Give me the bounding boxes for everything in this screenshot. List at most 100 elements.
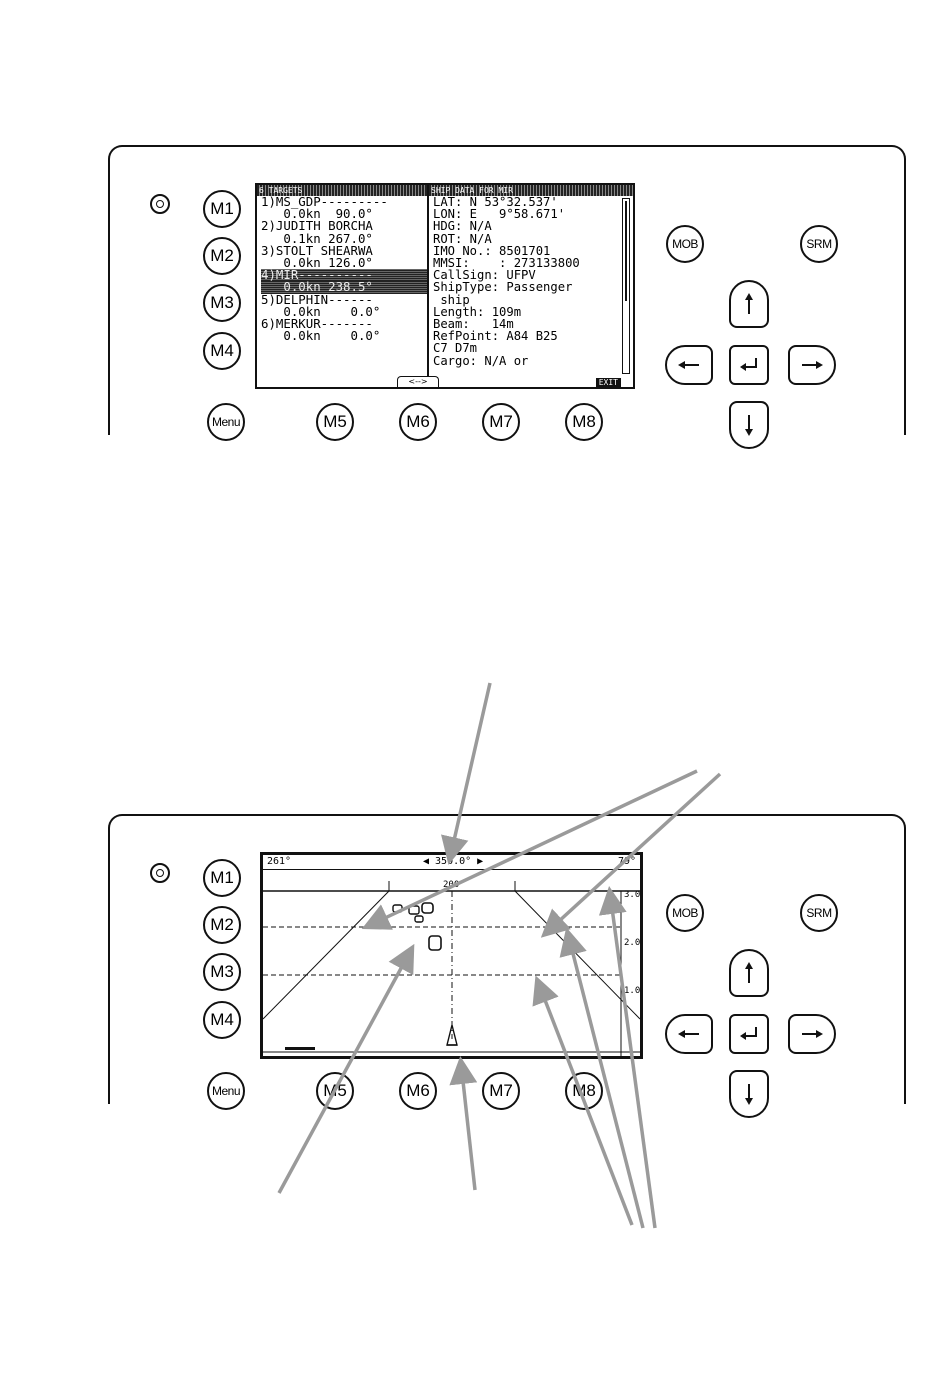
switch-column-label: <-->: [397, 376, 439, 387]
ship-data-header: SHIP DATA FOR MIR: [429, 185, 633, 196]
ship-data-line: ship: [433, 292, 470, 307]
m7-button[interactable]: M7: [482, 1072, 520, 1110]
m7-button[interactable]: M7: [482, 403, 520, 441]
heading-right-label: 79°: [617, 856, 636, 867]
ship-data-line: ROT: N/A: [433, 231, 492, 246]
power-led-icon: [150, 194, 170, 214]
vessel-icon[interactable]: [408, 905, 420, 915]
left-perspective-line: [263, 890, 390, 1020]
m5-button[interactable]: M5: [316, 1072, 354, 1110]
menu-button[interactable]: Menu: [207, 1072, 245, 1110]
right-arrow-button[interactable]: [788, 1014, 836, 1054]
arrow-right-icon: [802, 1030, 823, 1038]
exit-label: EXIT: [595, 378, 621, 387]
heading-strip: 261° ◀ 350.0° ▶ 79°: [263, 855, 640, 870]
targets-column: 6 TARGETS 1)MS_GDP--------- 0.0kn 90.0°2…: [257, 185, 429, 387]
perspective-view: 200 3.0 2.0 1.0: [263, 880, 640, 1056]
m4-button[interactable]: M4: [203, 332, 241, 370]
left-arrow-button[interactable]: [665, 345, 713, 385]
mob-button[interactable]: MOB: [666, 894, 704, 932]
down-arrow-button[interactable]: [729, 1070, 769, 1118]
ship-data-column: SHIP DATA FOR MIR LAT: N 53°32.537'LON: …: [429, 185, 633, 387]
target-speed-course[interactable]: 0.0kn 0.0°: [261, 328, 381, 344]
arrow-up-icon: [745, 293, 753, 314]
m5-button[interactable]: M5: [316, 403, 354, 441]
range-scale-label: 1.0: [624, 986, 640, 996]
target-speed-course[interactable]: 0.0kn 0.0°: [261, 303, 381, 319]
heading-left-label: 261°: [267, 856, 292, 867]
vessel-icon[interactable]: [421, 902, 434, 914]
targets-header: 6 TARGETS: [257, 185, 427, 196]
ais-3d-view-screen: 261° ◀ 350.0° ▶ 79° 200 3.0 2.0 1.0: [260, 852, 643, 1059]
range-scale-label: 3.0: [624, 890, 640, 900]
ship-data-line: LON: E 9°58.671': [433, 207, 566, 222]
ship-data-line: ShipType: Passenger: [433, 280, 573, 295]
m1-button[interactable]: M1: [203, 859, 241, 897]
target-name[interactable]: 1)MS_GDP---------: [261, 194, 388, 209]
ship-data-line: CallSign: UFPV: [433, 268, 536, 283]
m3-button[interactable]: M3: [203, 953, 241, 991]
arrow-up-icon: [745, 962, 753, 983]
m4-button[interactable]: M4: [203, 1001, 241, 1039]
target-name[interactable]: 5)DELPHIN------: [261, 291, 373, 307]
srm-button[interactable]: SRM: [800, 225, 838, 263]
enter-button[interactable]: [729, 345, 769, 385]
target-name[interactable]: 4)MIR----------: [261, 268, 427, 282]
ship-data-line: Length: 109m: [433, 304, 522, 319]
left-arrow-button[interactable]: [665, 1014, 713, 1054]
targets-list[interactable]: 1)MS_GDP--------- 0.0kn 90.0°2)JUDITH BO…: [257, 194, 427, 344]
target-speed-course[interactable]: 0.0kn 126.0°: [261, 255, 373, 271]
heading-center-label: ◀ 350.0° ▶: [423, 856, 484, 867]
ship-data-line: MMSI: : 273133800: [433, 256, 580, 271]
control-panel-top: M1 M2 M3 M4 Menu M5 M6 M7 M8 MOB SRM 6 T…: [108, 145, 906, 449]
ship-data-scrollbar[interactable]: [622, 198, 630, 374]
arrow-right-icon: [802, 361, 823, 369]
up-arrow-button[interactable]: [729, 949, 769, 997]
enter-button[interactable]: [729, 1014, 769, 1054]
arrow-left-icon: [678, 361, 699, 369]
enter-icon: [740, 1027, 757, 1040]
m8-button[interactable]: M8: [565, 403, 603, 441]
m1-button[interactable]: M1: [203, 190, 241, 228]
arrow-down-icon: [745, 1084, 753, 1105]
m8-button[interactable]: M8: [565, 1072, 603, 1110]
mob-button[interactable]: MOB: [666, 225, 704, 263]
control-panel-bottom: M1 M2 M3 M4 Menu M5 M6 M7 M8 MOB SRM 261…: [108, 814, 906, 1118]
arrow-left-icon: [678, 1030, 699, 1038]
arrow-down-icon: [745, 415, 753, 436]
enter-icon: [740, 358, 757, 371]
target-speed-course[interactable]: 0.0kn 90.0°: [261, 206, 373, 222]
ais-target-list-screen: 6 TARGETS 1)MS_GDP--------- 0.0kn 90.0°2…: [255, 183, 635, 389]
target-speed-course[interactable]: 0.0kn 238.5°: [261, 281, 427, 294]
m2-button[interactable]: M2: [203, 237, 241, 275]
m6-button[interactable]: M6: [399, 1072, 437, 1110]
ship-data-line: Beam: 14m: [433, 317, 514, 332]
top-range-label: 200: [443, 880, 459, 890]
ship-data-line: RefPoint: A84 B25: [433, 329, 558, 344]
up-arrow-button[interactable]: [729, 280, 769, 328]
range-scale-labels: 3.0 2.0 1.0: [624, 890, 640, 996]
menu-button[interactable]: Menu: [207, 403, 245, 441]
target-name[interactable]: 3)STOLT SHEARWA: [261, 242, 373, 258]
power-led-icon: [150, 863, 170, 883]
ship-data-line: Cargo: N/A or: [433, 353, 529, 368]
target-speed-course[interactable]: 0.1kn 267.0°: [261, 230, 373, 246]
down-arrow-button[interactable]: [729, 401, 769, 449]
right-arrow-button[interactable]: [788, 345, 836, 385]
vessel-icon[interactable]: [428, 935, 442, 951]
srm-button[interactable]: SRM: [800, 894, 838, 932]
target-name[interactable]: 2)JUDITH BORCHA: [261, 218, 373, 234]
m3-button[interactable]: M3: [203, 284, 241, 322]
ship-data-list: LAT: N 53°32.537'LON: E 9°58.671'HDG: N/…: [429, 196, 633, 367]
target-name[interactable]: 6)MERKUR-------: [261, 316, 373, 332]
m6-button[interactable]: M6: [399, 403, 437, 441]
ship-data-line: LAT: N 53°32.537': [433, 195, 558, 209]
ship-data-line: C7 D7m: [433, 341, 478, 356]
range-scale-label: 2.0: [624, 938, 640, 948]
ship-data-line: IMO No.: 8501701: [433, 243, 551, 258]
ship-data-line: HDG: N/A: [433, 219, 492, 234]
scale-bar-icon: [285, 1047, 315, 1050]
m2-button[interactable]: M2: [203, 906, 241, 944]
vessel-icon[interactable]: [414, 915, 424, 923]
vessel-icon[interactable]: [392, 904, 403, 913]
